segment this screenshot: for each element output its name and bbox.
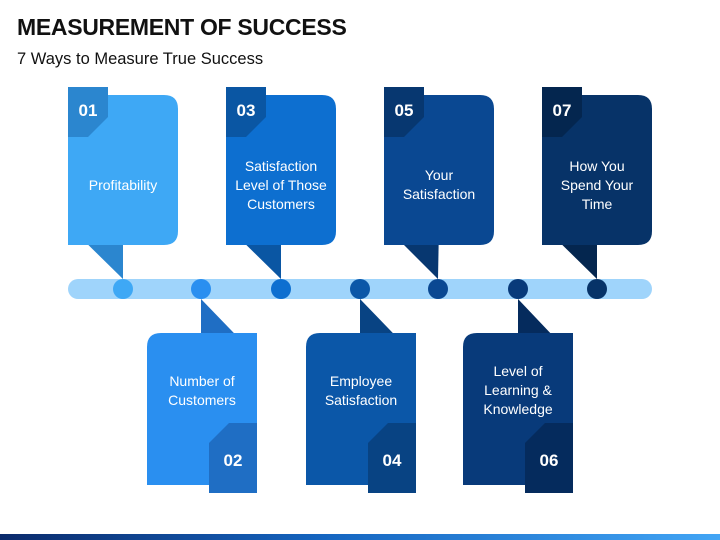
step-05-number-tab — [384, 87, 424, 137]
step-06-text: Level of Learning & Knowledge — [483, 363, 553, 417]
step-06-number-tab — [525, 423, 573, 493]
step-03-number-tab — [226, 87, 266, 137]
timeline-dot-03 — [271, 279, 291, 299]
step-04-text: Employee Satisfaction — [324, 372, 398, 408]
timeline-dot-01 — [113, 279, 133, 299]
step-07-card — [542, 95, 652, 245]
step-01-text: Profitability — [88, 176, 158, 193]
step-04-number: 04 — [382, 451, 402, 470]
step-01-card — [68, 95, 178, 245]
step-01-number: 01 — [78, 101, 98, 120]
timeline-dot-05 — [428, 279, 448, 299]
timeline-dot-07 — [587, 279, 607, 299]
step-02-text: Number of Customers — [168, 372, 236, 408]
step-03-text: Satisfaction Level of Those Customers — [235, 157, 327, 212]
page-title: MEASUREMENT OF SUCCESS — [17, 14, 347, 40]
step-07-number-tab — [542, 87, 582, 137]
step-07-text: How You Spend Your Time — [560, 157, 634, 212]
step-07-number: 07 — [552, 101, 572, 120]
step-01-number-tab — [68, 87, 108, 137]
step-03-number: 03 — [236, 101, 256, 120]
step-04-number-tab — [368, 423, 416, 493]
step-05-text: Your Satisfaction — [402, 167, 476, 202]
step-02-number: 02 — [223, 451, 243, 470]
timeline-dot-02 — [191, 279, 211, 299]
timeline-dot-04 — [350, 279, 370, 299]
page-subtitle: 7 Ways to Measure True Success — [17, 50, 264, 68]
step-05-number: 05 — [394, 101, 414, 120]
step-03-card — [226, 95, 336, 245]
step-02-number-tab — [209, 423, 257, 493]
step-05-card — [384, 95, 494, 245]
step-06-number: 06 — [539, 451, 559, 470]
timeline-dot-06 — [508, 279, 528, 299]
bottom-accent-bar — [0, 534, 720, 540]
